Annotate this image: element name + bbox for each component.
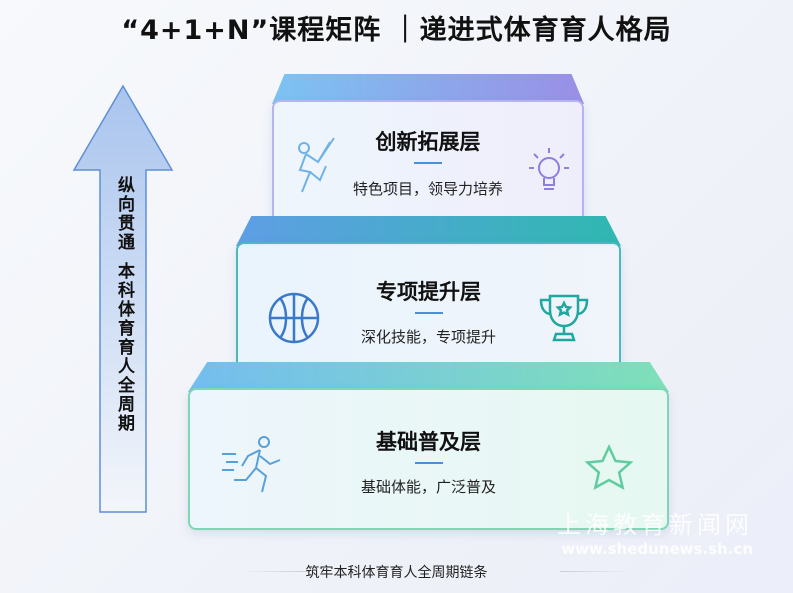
footer-divider-left [240,571,310,572]
basketball-icon [268,292,320,344]
tier-subtitle: 基础体能，广泛普及 [360,478,496,496]
up-arrow-icon [72,84,174,513]
footer-caption: 筑牢本科体育育人全周期链条 [305,565,488,581]
tier-innovation: 创新拓展层 特色项目，领导力培养 [272,74,584,232]
tier-front-panel [188,388,669,530]
heading-underline [414,162,442,164]
tier-foundation: 基础普及层 基础体能，广泛普及 [188,362,669,530]
arrow-label-1: 纵向贯通 [114,176,134,252]
heading-underline [414,312,443,314]
tier-heading: 基础普及层 [376,430,481,454]
tier-top-face [236,216,621,246]
lightbulb-icon [529,148,569,190]
watermark-name: 上海教育新闻网 [557,511,753,539]
tier-heading: 专项提升层 [376,280,481,304]
runner-icon [222,436,281,493]
star-icon [584,444,634,490]
watermark: 上海教育新闻网 www.shedunews.sh.cn [557,505,753,558]
arrow-label-2: 本科体育育人全周期 [114,262,134,433]
page-title: “4+1+N”课程矩阵 ｜递进式体育育人格局 [121,15,672,46]
tier-top-face [272,74,584,104]
tier-subtitle: 深化技能，专项提升 [360,328,496,346]
trophy-icon [539,294,589,342]
tier-heading: 创新拓展层 [375,130,481,154]
tier-front-panel [272,100,584,232]
heading-underline [414,462,443,464]
tier-top-face [188,362,669,392]
tier-subtitle: 特色项目，领导力培养 [352,180,503,198]
footer-divider-right [560,571,630,572]
watermark-url: www.shedunews.sh.cn [561,540,753,558]
climber-icon [298,137,335,193]
tier-specialization: 专项提升层 深化技能，专项提升 [236,216,621,380]
